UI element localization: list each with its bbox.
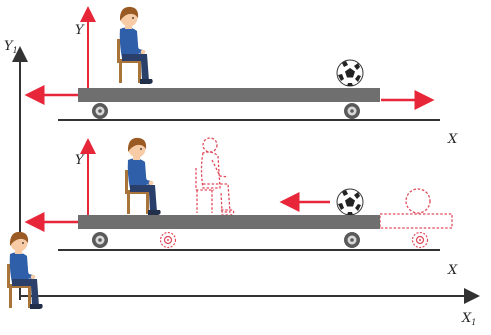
middle-platform (78, 215, 380, 229)
ground-x-label: X1 (461, 311, 476, 327)
middle-seated-boy (125, 138, 161, 215)
top-wheel-left (92, 103, 108, 119)
middle-frame-y-label: Y (75, 153, 85, 168)
middle-x-label: X (447, 263, 458, 278)
ground-observer-boy (7, 232, 43, 309)
ground-y-label: Y1 (4, 39, 18, 55)
ghost-cart (380, 189, 452, 228)
ghost-wheel-right (413, 233, 428, 248)
middle-wheel-right (344, 232, 360, 248)
top-platform (78, 88, 380, 102)
middle-soccer-ball (337, 189, 363, 215)
ghost-seated-figure (196, 138, 234, 215)
ghost-wheel-left (161, 233, 176, 248)
top-x-label: X (447, 132, 458, 147)
top-frame-y-label: Y (75, 23, 85, 38)
top-wheel-right (344, 103, 360, 119)
top-soccer-ball (337, 60, 363, 86)
middle-wheel-left (92, 232, 108, 248)
top-seated-boy (117, 7, 153, 84)
